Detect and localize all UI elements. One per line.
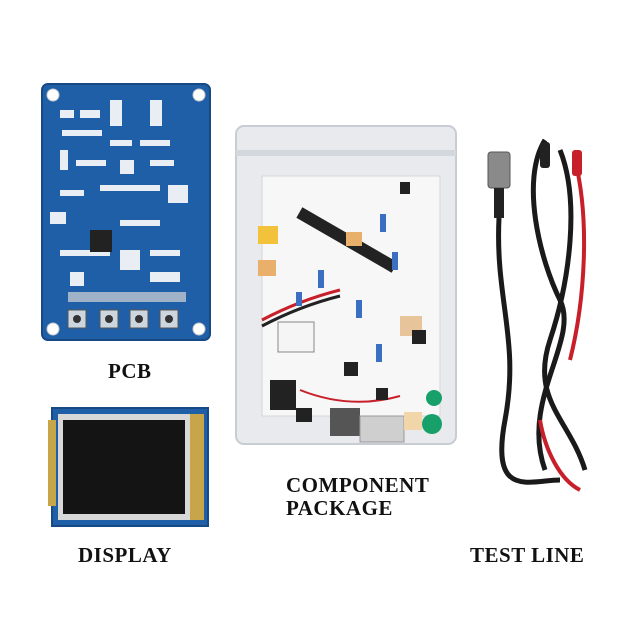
component-label-line1: COMPONENT [286,473,430,497]
display-label: DISPLAY [78,543,172,567]
component-label-line2: PACKAGE [286,496,393,520]
pcb-label: PCB [108,359,152,383]
display-module [48,407,209,527]
component-bag [235,125,457,445]
pcb-board [41,83,211,341]
test-cable [487,138,588,492]
test-line-label: TEST LINE [470,543,585,567]
